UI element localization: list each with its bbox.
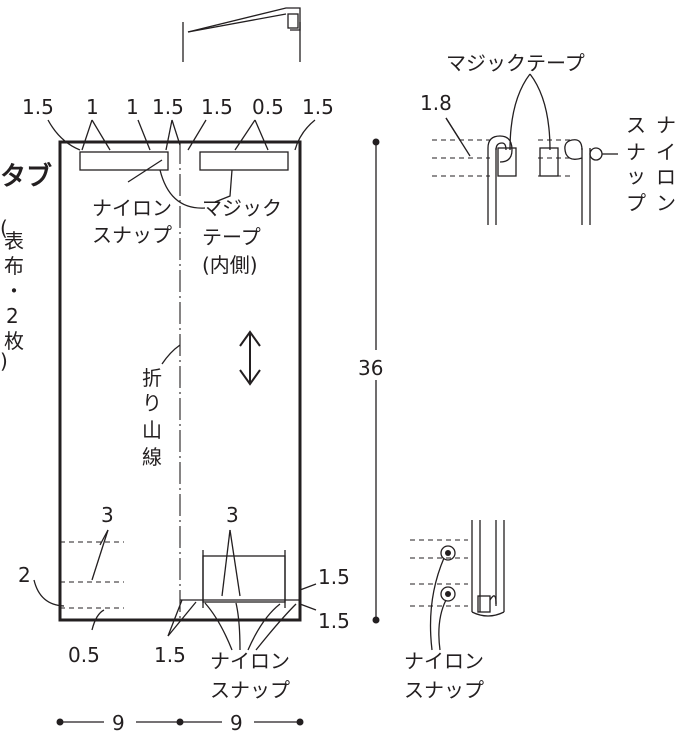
label-nylon-bottom: ナイロン — [210, 649, 290, 673]
label-magic-tape-detail: マジックテープ — [446, 51, 585, 75]
dim-left-05: 0.5 — [68, 643, 100, 667]
svg-text:ッ: ッ — [626, 164, 646, 188]
dim-top-g: 1.5 — [302, 95, 334, 119]
label-magic: マジック — [202, 196, 282, 220]
svg-text:布: 布 — [4, 254, 24, 278]
svg-text:枚: 枚 — [4, 329, 24, 353]
top-cross-section — [432, 73, 618, 225]
bottom-cross-section — [410, 520, 505, 651]
label-fold-1: 折 — [142, 366, 162, 390]
label-inner: (内側) — [202, 253, 258, 277]
dim-right-3: 3 — [226, 503, 239, 527]
width-dimension — [56, 708, 304, 736]
magic-tape-area — [199, 151, 289, 171]
svg-text:り: り — [142, 391, 162, 415]
dim-top-c: 1 — [126, 95, 139, 119]
dim-detail-18: 1.8 — [420, 91, 452, 115]
nylon-snap-area-top — [79, 151, 169, 171]
dim-height: 36 — [358, 356, 383, 380]
dim-right-15a: 1.5 — [318, 565, 350, 589]
label-snap-top: スナップ — [92, 223, 172, 247]
svg-text:・: ・ — [4, 279, 24, 303]
nylon-snap-area-bottom — [202, 555, 286, 603]
svg-text:(: ( — [0, 216, 8, 240]
label-snap-right: スナップ — [404, 678, 484, 702]
svg-text:イ: イ — [656, 140, 676, 164]
label-tape: テープ — [202, 225, 261, 249]
svg-text:2: 2 — [6, 304, 19, 328]
dim-top-e: 1.5 — [201, 95, 233, 119]
height-dimension — [360, 138, 394, 624]
label-snap-vertical: ス — [626, 113, 646, 137]
dim-width-right: 9 — [230, 711, 243, 735]
dim-left-3: 3 — [101, 503, 114, 527]
title-sub-1: 表 — [4, 229, 24, 253]
label-snap-bottom: スナップ — [210, 678, 290, 702]
dim-bottom-15: 1.5 — [154, 643, 186, 667]
label-nylon-right: ナイロン — [404, 649, 484, 673]
svg-text:プ: プ — [626, 191, 646, 215]
grain-arrow — [239, 330, 261, 386]
svg-text:山: 山 — [142, 418, 162, 442]
dim-width-left: 9 — [112, 711, 125, 735]
svg-text:ナ: ナ — [626, 140, 646, 164]
dim-top-d: 1.5 — [152, 95, 184, 119]
svg-text:ン: ン — [656, 191, 676, 215]
tab-top-illustration — [182, 7, 301, 62]
dim-top-b: 1 — [86, 95, 99, 119]
dim-left-2: 2 — [18, 563, 31, 587]
title-tab: タブ — [0, 161, 52, 192]
label-nylon-top: ナイロン — [92, 196, 172, 220]
dim-top-f: 0.5 — [252, 95, 284, 119]
svg-text:ロ: ロ — [656, 165, 676, 189]
dim-right-15b: 1.5 — [318, 609, 350, 633]
label-nylon-vertical: ナ — [656, 113, 676, 137]
dim-top-a: 1.5 — [22, 95, 54, 119]
svg-text:): ) — [0, 349, 8, 373]
svg-text:線: 線 — [142, 445, 162, 469]
